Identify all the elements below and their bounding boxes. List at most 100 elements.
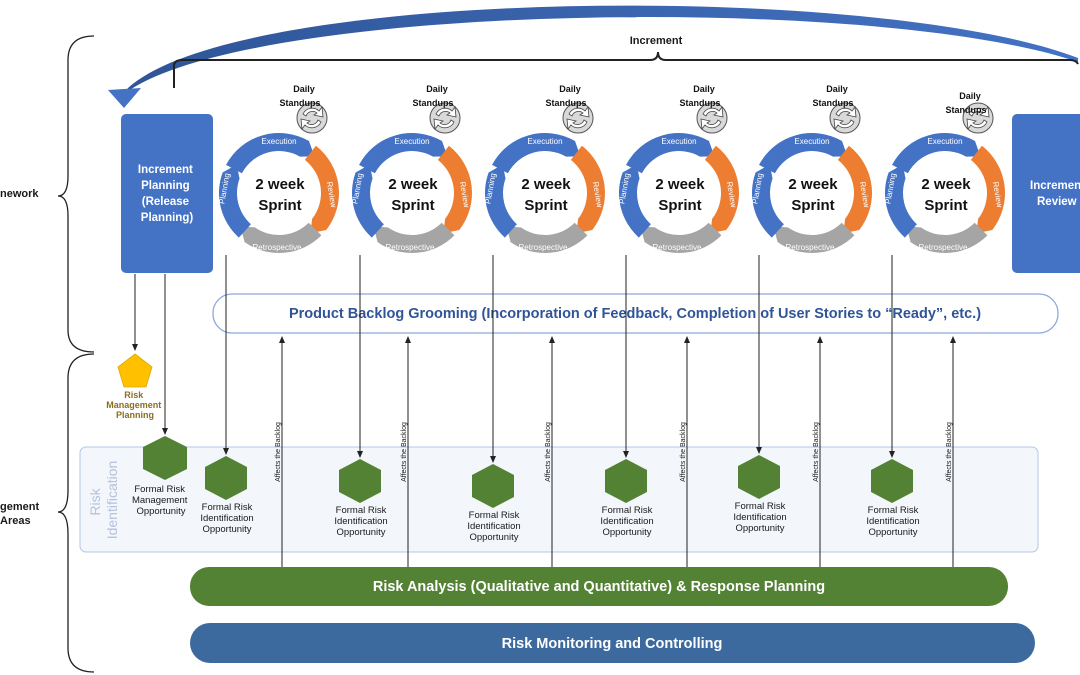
formal-management-hexagon (143, 436, 187, 480)
review-arrow (704, 145, 739, 234)
formal-ident-line3: Opportunity (202, 524, 251, 535)
increment-planning-line4: Planning) (141, 212, 194, 224)
affects-backlog-label: Affects the Backlog (680, 422, 687, 482)
risk-mgmt-planning-line3: Planning (116, 410, 154, 420)
formal-identification-hexagon (605, 459, 647, 503)
review-arrow (437, 145, 473, 234)
formal-mgmt-line1: Formal Risk (134, 484, 185, 495)
sprint-title-line1: 2 week (388, 176, 438, 193)
formal-ident-line3: Opportunity (868, 527, 917, 538)
formal-identification-hexagon (205, 456, 247, 500)
daily-standups-line1: Daily (426, 84, 448, 94)
sprint-title-line2: Sprint (791, 197, 834, 214)
management-label-line2: Areas (0, 515, 31, 527)
increment-review-line1: Increment (1030, 180, 1080, 192)
formal-ident-line2: Identification (733, 512, 786, 523)
backlog-grooming-bar (212, 293, 1059, 334)
execution-label: Execution (794, 137, 829, 146)
execution-arrow (492, 132, 581, 174)
sprint-title-line1: 2 week (255, 176, 305, 193)
retrospective-label: Retrospective (653, 243, 702, 252)
increment-planning-line1: Increment (138, 164, 193, 176)
increment-planning-line3: (Release (142, 196, 189, 208)
execution-arrow (226, 133, 315, 174)
formal-mgmt-line2: Management (132, 495, 188, 506)
increment-bracket (173, 51, 1079, 88)
execution-label: Execution (261, 137, 296, 146)
sprint-title-line2: Sprint (924, 197, 967, 214)
retrospective-label: Retrospective (386, 243, 435, 252)
daily-standups-line2: Standups (945, 105, 986, 115)
sprint-title-line1: 2 week (788, 176, 838, 193)
formal-mgmt-line3: Opportunity (136, 506, 185, 517)
increment-planning-box (121, 114, 213, 273)
review-arrow (570, 145, 605, 234)
execution-arrow (759, 132, 848, 174)
planning-arrow (218, 164, 251, 238)
identification-opportunities: Formal RiskIdentificationOpportunityAffe… (200, 255, 956, 567)
retrospective-label: Retrospective (519, 243, 568, 252)
feedback-arc-arrow (124, 5, 1078, 95)
management-brace (57, 353, 95, 673)
risk-identification-label-line1: Risk (87, 487, 103, 515)
daily-standups-line2: Standups (545, 98, 586, 108)
planning-arrow (885, 164, 917, 238)
formal-ident-line3: Opportunity (336, 527, 385, 538)
daily-standups-line2: Standups (279, 98, 320, 108)
review-arrow (837, 145, 872, 234)
increment-planning-line2: Planning (141, 180, 190, 192)
svg-text:Formal Risk Management: Formal Risk Management Opportunity (132, 484, 190, 517)
formal-ident-line2: Identification (467, 521, 520, 532)
svg-text:Increment Planning (Re: Increment Planning (Release Planning) (138, 164, 196, 224)
retrospective-arrow (240, 222, 322, 254)
retrospective-arrow (773, 222, 855, 254)
retrospective-arrow (640, 222, 722, 254)
planning-arrow (352, 164, 384, 238)
formal-ident-line3: Opportunity (469, 532, 518, 543)
daily-standups-line2: Standups (812, 98, 853, 108)
formal-ident-line2: Identification (200, 513, 253, 524)
risk-mgmt-planning-line2: Management (106, 400, 161, 410)
daily-standups-line2: Standups (679, 98, 720, 108)
formal-ident-line1: Formal Risk (735, 501, 786, 512)
sprint-title-line2: Sprint (658, 197, 701, 214)
formal-ident-line1: Formal Risk (202, 502, 253, 513)
sprint-title-line1: 2 week (655, 176, 705, 193)
execution-label: Execution (661, 137, 696, 146)
formal-ident-line1: Formal Risk (602, 505, 653, 516)
formal-ident-line1: Formal Risk (469, 510, 520, 521)
risk-identification-band (79, 446, 1039, 553)
retrospective-arrow (906, 222, 988, 254)
execution-arrow (359, 133, 448, 174)
planning-arrow (752, 164, 784, 238)
increment-label: Increment (630, 35, 683, 47)
formal-identification-hexagon (339, 459, 381, 503)
retrospective-label: Retrospective (786, 243, 835, 252)
risk-monitoring-bar (190, 623, 1035, 663)
risk-mgmt-planning-line1: Risk (124, 390, 144, 400)
formal-ident-line3: Opportunity (735, 523, 784, 534)
retrospective-label: Retrospective (919, 243, 968, 252)
daily-standups-line2: Standups (412, 98, 453, 108)
increment-review-box (1012, 114, 1080, 273)
sprint-title-line2: Sprint (391, 197, 434, 214)
affects-backlog-label: Affects the Backlog (946, 422, 953, 482)
affects-backlog-label: Affects the Backlog (275, 422, 282, 482)
execution-arrow (892, 133, 981, 174)
formal-ident-line2: Identification (600, 516, 653, 527)
daily-standups-line1: Daily (693, 84, 715, 94)
retrospective-arrow (506, 222, 588, 254)
affects-backlog-label: Affects the Backlog (401, 422, 408, 482)
sprint-title-line1: 2 week (521, 176, 571, 193)
formal-identification-hexagon (472, 464, 514, 508)
framework-label: nework (0, 188, 39, 200)
risk-management-planning-pentagon (117, 353, 153, 388)
risk-analysis-text: Risk Analysis (Qualitative and Quantitat… (373, 579, 825, 595)
backlog-grooming-text: Product Backlog Grooming (Incorporation … (289, 306, 981, 322)
formal-ident-line2: Identification (334, 516, 387, 527)
affects-backlog-label: Affects the Backlog (813, 422, 820, 482)
